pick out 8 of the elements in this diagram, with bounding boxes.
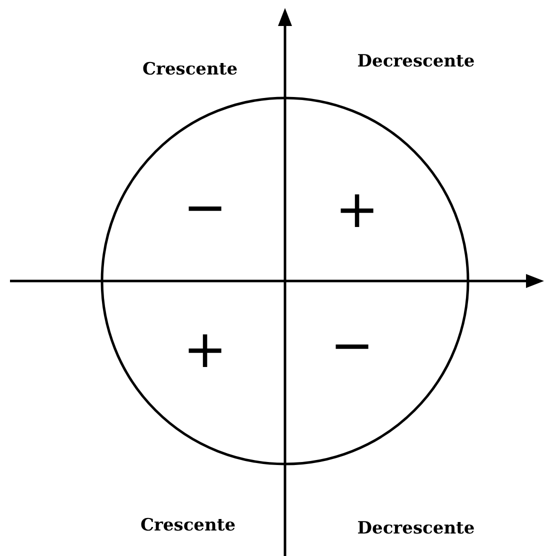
quadrant-label: Crescente [140,518,236,534]
sign-symbol: − [183,182,227,234]
quadrant-label: Crescente [142,62,238,78]
quadrant-label: Decrescente [357,520,475,538]
sign-symbol: + [335,184,379,236]
sign-symbol: − [330,320,374,372]
quadrant-label: Decrescente [357,54,475,70]
sign-symbol: + [183,324,227,376]
